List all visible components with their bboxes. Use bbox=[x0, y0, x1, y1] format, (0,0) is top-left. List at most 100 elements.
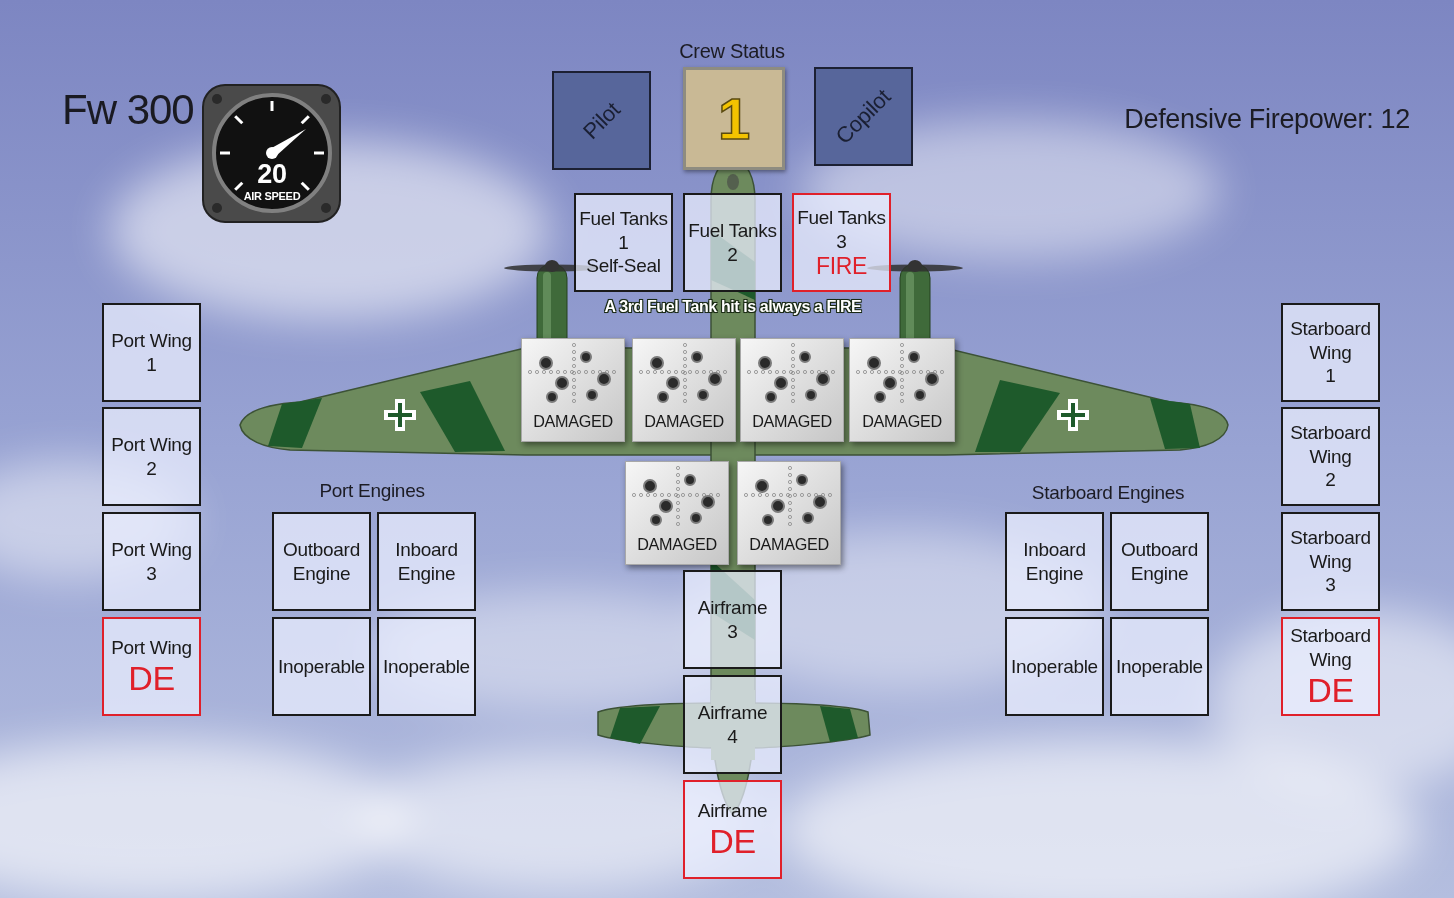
sight-dot bbox=[900, 385, 903, 388]
sight-dot bbox=[775, 370, 778, 373]
box-value: 1 bbox=[146, 353, 156, 377]
damage-box: Airframe3 bbox=[683, 570, 782, 669]
box-value: 3 bbox=[727, 620, 737, 644]
damaged-counter: DAMAGED bbox=[632, 338, 736, 442]
sight-dot bbox=[788, 515, 791, 518]
sight-dot bbox=[900, 343, 903, 346]
sight-dot bbox=[788, 473, 791, 476]
sight-dot bbox=[793, 493, 796, 496]
sight-dot bbox=[900, 399, 903, 402]
box-label: DAMAGED bbox=[644, 411, 724, 431]
sight-dot bbox=[572, 350, 575, 353]
bullet-hole bbox=[709, 373, 721, 385]
airspeed-value: 20 bbox=[257, 159, 286, 190]
box-label: DAMAGED bbox=[752, 411, 832, 431]
clouds bbox=[0, 120, 1454, 898]
box-label: Port Wing bbox=[111, 433, 192, 457]
box-label: Copilot bbox=[830, 83, 896, 149]
damaged-counter: DAMAGED bbox=[740, 338, 844, 442]
bullet-hole bbox=[868, 357, 880, 369]
bullet-hole bbox=[581, 352, 591, 362]
sight-dot bbox=[796, 370, 799, 373]
sight-dot bbox=[747, 370, 750, 373]
sight-dot bbox=[912, 370, 915, 373]
sight-dot bbox=[919, 370, 922, 373]
damage-box: Port Wing3 bbox=[102, 512, 201, 611]
sight-dot bbox=[791, 378, 794, 381]
bullet-hole bbox=[651, 357, 663, 369]
box-value: 1 bbox=[1325, 364, 1335, 388]
box-label: Airframe bbox=[698, 701, 767, 725]
box-label: Fuel Tanks bbox=[797, 206, 886, 230]
sight-dot bbox=[765, 493, 768, 496]
sight-dot bbox=[788, 508, 791, 511]
sight-dot bbox=[683, 357, 686, 360]
sight-dot bbox=[542, 370, 545, 373]
sight-dot bbox=[754, 370, 757, 373]
damage-box-critical: Fuel Tanks3FIRE bbox=[792, 193, 891, 292]
box-value: 1 bbox=[618, 231, 628, 255]
sight-dot bbox=[683, 392, 686, 395]
box-value: DE bbox=[128, 660, 175, 697]
bullet-hole bbox=[644, 480, 656, 492]
sight-dot bbox=[900, 364, 903, 367]
sight-dot bbox=[856, 370, 859, 373]
sight-dot bbox=[788, 480, 791, 483]
damage-box: Inoperable bbox=[377, 617, 476, 716]
sight-dot bbox=[639, 370, 642, 373]
box-label: Pilot bbox=[577, 96, 626, 145]
sight-dot bbox=[646, 370, 649, 373]
bullet-hole bbox=[909, 352, 919, 362]
box-label: Inoperable bbox=[383, 655, 470, 679]
sight-dot bbox=[877, 370, 880, 373]
sight-dot bbox=[683, 371, 686, 374]
box-label: Port Wing bbox=[111, 636, 192, 660]
box-label: Port Wing bbox=[111, 329, 192, 353]
bullet-hole bbox=[875, 392, 885, 402]
box-label: DAMAGED bbox=[533, 411, 613, 431]
sight-dot bbox=[660, 493, 663, 496]
sight-dot bbox=[681, 493, 684, 496]
bullet-hole bbox=[817, 373, 829, 385]
box-label: Fuel Tanks bbox=[688, 219, 777, 243]
sight-dot bbox=[695, 493, 698, 496]
damage-box: Outboard Engine bbox=[1110, 512, 1209, 611]
sight-dot bbox=[788, 501, 791, 504]
bullet-hole bbox=[926, 373, 938, 385]
bullet-hole bbox=[651, 515, 661, 525]
firepower-label: Defensive Firepower: 12 bbox=[1124, 104, 1410, 135]
box-label: Inboard Engine bbox=[382, 538, 471, 586]
sight-dot bbox=[683, 350, 686, 353]
damage-box: Airframe4 bbox=[683, 675, 782, 774]
box-label: Outboard Engine bbox=[1115, 538, 1204, 586]
bullet-hole bbox=[766, 392, 776, 402]
damaged-counter: DAMAGED bbox=[521, 338, 625, 442]
box-value: 3 bbox=[146, 562, 156, 586]
aircraft-illustration bbox=[240, 160, 1228, 815]
sight-dot bbox=[572, 399, 575, 402]
sight-dot bbox=[653, 493, 656, 496]
damage-box: Inoperable bbox=[1005, 617, 1104, 716]
sight-dot bbox=[702, 370, 705, 373]
sight-dot bbox=[660, 370, 663, 373]
sight-dot bbox=[779, 493, 782, 496]
bullet-hole bbox=[660, 500, 672, 512]
box-value: 3 bbox=[1325, 573, 1335, 597]
sight-dot bbox=[940, 370, 943, 373]
box-label: Fuel Tanks bbox=[579, 207, 668, 231]
sight-dot bbox=[591, 370, 594, 373]
sight-dot bbox=[676, 515, 679, 518]
sight-dot bbox=[688, 493, 691, 496]
sight-dot bbox=[900, 392, 903, 395]
sight-dot bbox=[572, 343, 575, 346]
box-label: DAMAGED bbox=[637, 534, 717, 554]
bullet-hole bbox=[797, 475, 807, 485]
sight-dot bbox=[683, 343, 686, 346]
damage-box: Fuel Tanks1Self-Seal bbox=[574, 193, 673, 292]
sight-dot bbox=[803, 370, 806, 373]
sight-dot bbox=[900, 378, 903, 381]
sight-dot bbox=[646, 493, 649, 496]
sight-dot bbox=[788, 494, 791, 497]
box-label: Outboard Engine bbox=[277, 538, 366, 586]
box-value: 2 bbox=[1325, 468, 1335, 492]
